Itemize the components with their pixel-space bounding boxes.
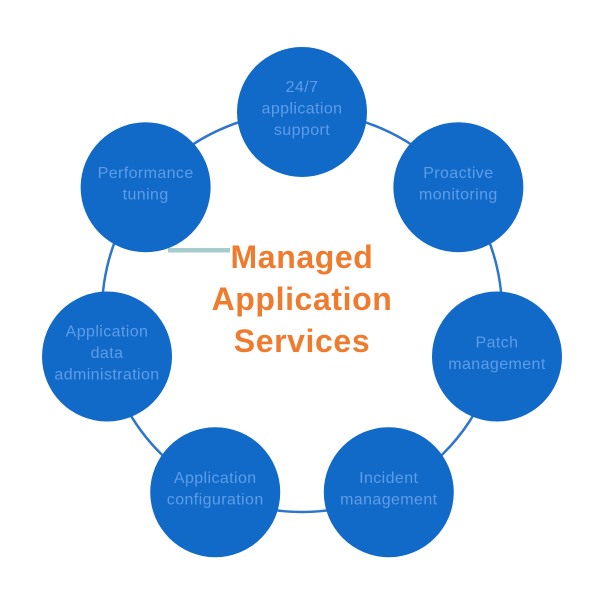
diagram-title-line-2: Application (211, 281, 393, 317)
node-circle-patch-management (431, 291, 562, 422)
node-circle-proactive-monitoring (393, 122, 524, 253)
diagram-title-line-3: Services (233, 323, 371, 359)
node-circle-performance-tuning (80, 122, 211, 253)
node-circle-incident-management (323, 427, 454, 558)
diagram-title-line-1: Managed (230, 239, 374, 275)
node-circle-application-data-administration (42, 291, 173, 422)
node-circle-application-configuration (150, 427, 281, 558)
accent-line (168, 248, 230, 253)
node-circle-application-support (237, 47, 367, 177)
diagram-title: Managed Application Services (145, 236, 459, 362)
